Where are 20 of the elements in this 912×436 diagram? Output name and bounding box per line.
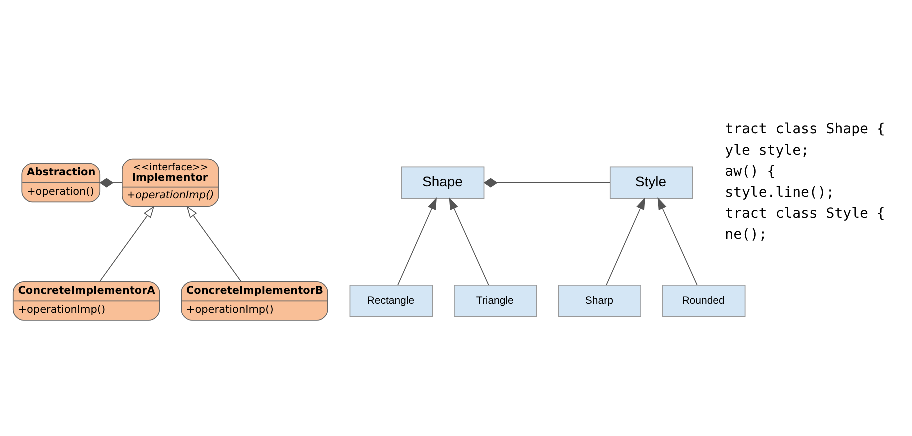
connector	[484, 178, 611, 188]
label: tract class Shape {	[725, 122, 886, 138]
arrow	[658, 198, 698, 286]
node-box: Style	[610, 166, 694, 200]
arrow	[186, 206, 242, 282]
label: style.line();	[725, 184, 835, 201]
node-box: Rounded	[662, 285, 746, 318]
label: yle style;	[725, 142, 810, 159]
node-box: Shape	[401, 166, 485, 200]
node-box: Triangle	[454, 285, 538, 318]
label: tract class Style {	[725, 206, 886, 222]
label: ne();	[725, 226, 768, 243]
arrow	[449, 198, 490, 286]
arrow	[606, 198, 646, 286]
label: aw() {	[725, 164, 776, 180]
arrow	[99, 206, 155, 282]
node-box: Sharp	[558, 285, 642, 318]
connector	[100, 178, 123, 188]
node-box: Rectangle	[350, 285, 433, 318]
arrow	[398, 198, 437, 286]
